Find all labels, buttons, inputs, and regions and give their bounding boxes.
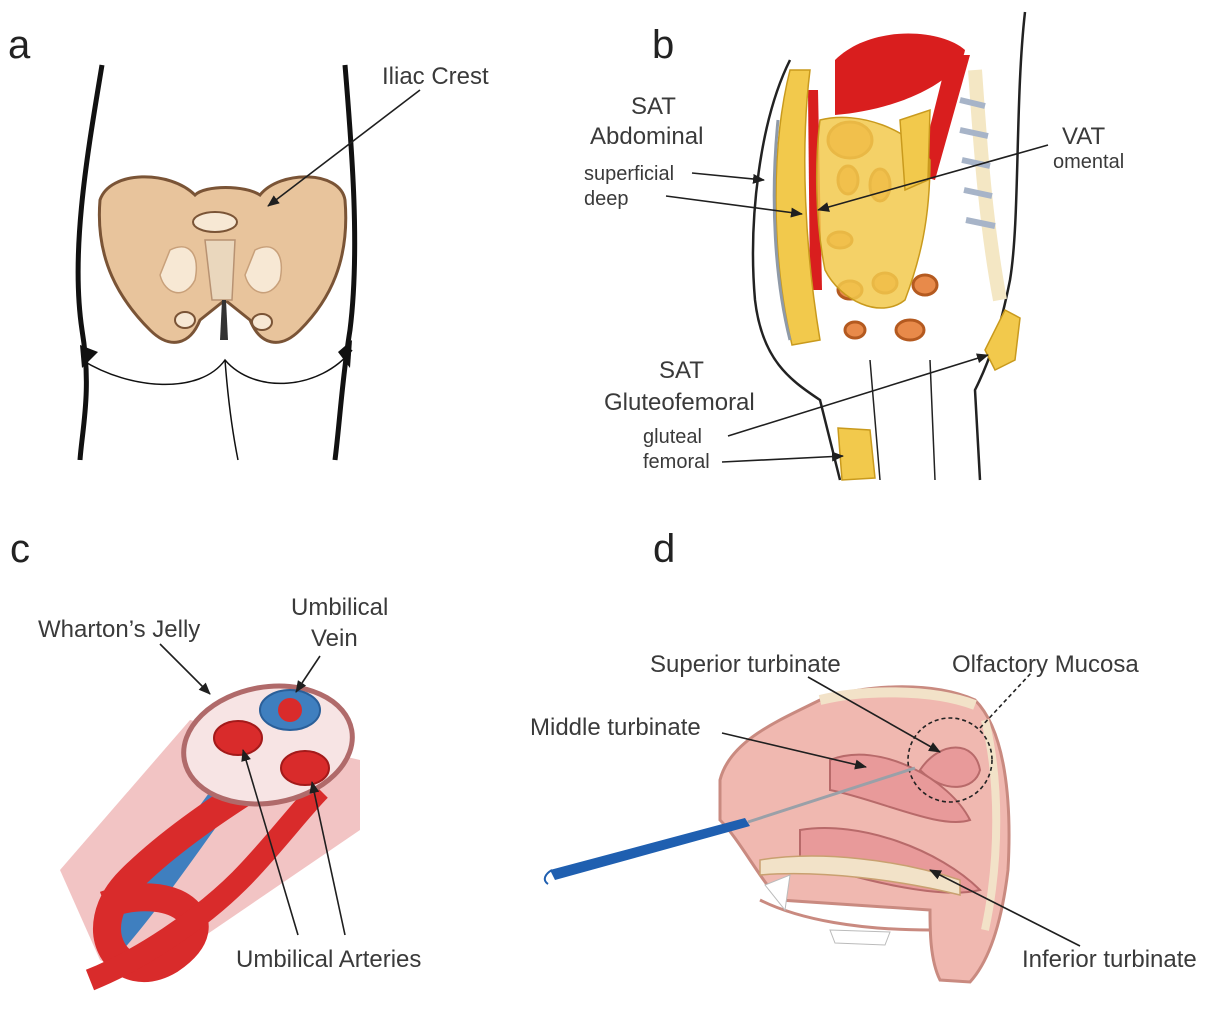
umbilical-artery-section-1	[214, 721, 262, 755]
umbilical-artery-section-2	[281, 751, 329, 785]
label-gluteal: gluteal	[643, 426, 702, 448]
label-sat-abdominal-1: SAT	[631, 93, 676, 120]
panel-b: b	[584, 12, 1124, 480]
label-middle-turbinate: Middle turbinate	[530, 714, 701, 741]
superficial-arrow	[692, 173, 764, 180]
panel-c-letter: c	[10, 527, 30, 571]
abdomen-cross-section	[753, 12, 1025, 480]
hips-illustration	[78, 65, 355, 460]
panel-a: a Iliac Crest	[8, 23, 489, 460]
label-umbilical-arteries: Umbilical Arteries	[236, 946, 421, 973]
femoral-fat	[838, 428, 875, 480]
panel-a-letter: a	[8, 23, 31, 67]
label-olfactory-mucosa: Olfactory Mucosa	[952, 651, 1139, 678]
label-omental: omental	[1053, 151, 1124, 173]
whartons-jelly-arrow	[160, 644, 210, 694]
label-superficial: superficial	[584, 163, 674, 185]
panel-b-letter: b	[652, 23, 674, 67]
femoral-arrow	[722, 456, 843, 462]
umbilical-cord-illustration	[60, 673, 362, 980]
label-vat: VAT	[1062, 123, 1105, 150]
label-sat-gluteofemoral-2: Gluteofemoral	[604, 389, 755, 416]
panel-c: c Wharton’s Jelly Umbilical Vein Umbilic…	[10, 527, 421, 980]
label-inferior-turbinate: Inferior turbinate	[1022, 946, 1197, 973]
label-umbilical-vein-1: Umbilical	[291, 594, 388, 621]
label-superior-turbinate: Superior turbinate	[650, 651, 841, 678]
panel-d-letter: d	[653, 527, 675, 571]
panel-d: d Superior turbinate	[530, 527, 1197, 982]
label-iliac-crest: Iliac Crest	[382, 63, 489, 90]
label-sat-abdominal-2: Abdominal	[590, 123, 703, 150]
label-umbilical-vein-2: Vein	[311, 625, 358, 652]
gluteal-fat	[985, 310, 1020, 370]
biopsy-probe	[550, 818, 750, 880]
label-whartons-jelly: Wharton’s Jelly	[38, 616, 200, 643]
label-sat-gluteofemoral-1: SAT	[659, 357, 704, 384]
label-deep: deep	[584, 188, 629, 210]
gluteal-arrow	[728, 355, 988, 436]
label-femoral: femoral	[643, 451, 710, 473]
umbilical-vein-arrow	[296, 656, 320, 692]
iliac-crest-arrow	[268, 90, 420, 206]
